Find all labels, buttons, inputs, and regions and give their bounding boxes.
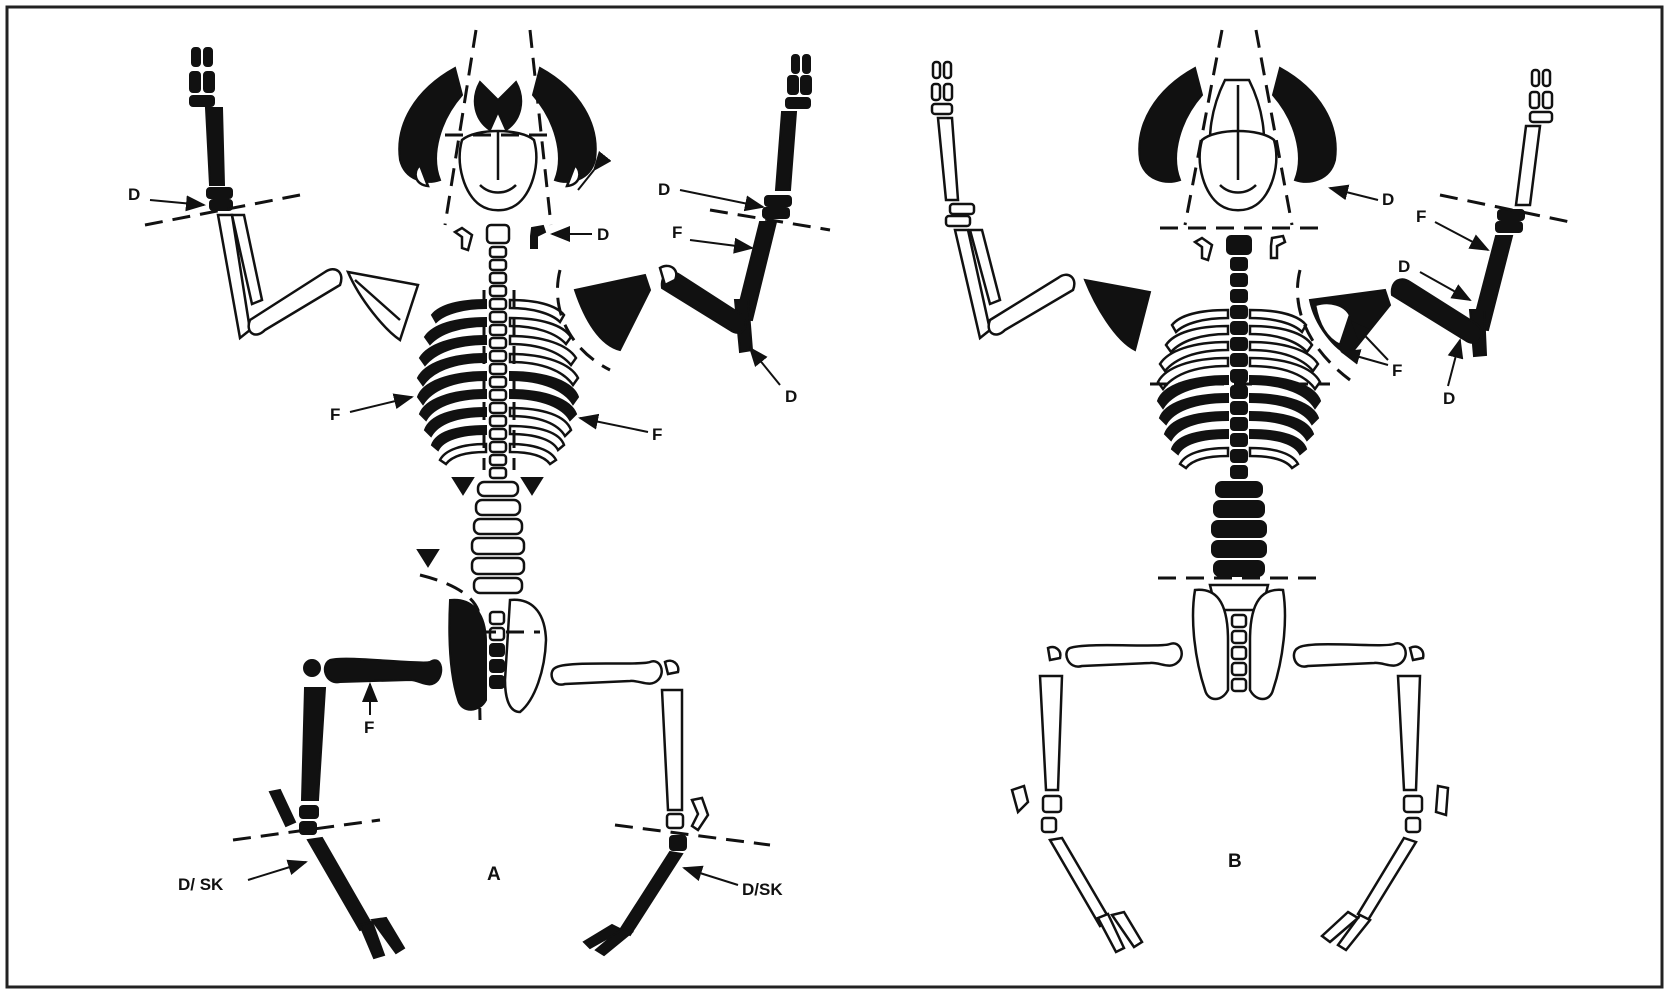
skull-a (399, 68, 596, 210)
skull-cut-line-a2 (530, 30, 551, 225)
label-f-top-right-b: F (1416, 207, 1426, 226)
arrow-f-right-ribs-a (580, 418, 648, 432)
skeleton-panel-b: D (932, 30, 1570, 952)
pelvis-b (1193, 585, 1285, 699)
arrow-d-top-right-a (680, 190, 763, 207)
arrow-f-right-a (690, 240, 752, 248)
label-f-right-ribs-a: F (652, 425, 662, 444)
forelimb-right-a (575, 55, 811, 352)
forelimb-left-b (932, 62, 1150, 350)
hindlimb-cut-line-a2 (615, 825, 770, 845)
panel-label-a: A (487, 864, 501, 885)
label-dsk-left-a: D/ SK (178, 875, 224, 894)
clavicle-right-b (1271, 236, 1285, 258)
label-f-right-a: F (672, 223, 682, 242)
arrow-dsk-right-a (684, 868, 738, 885)
label-d-forelimb-a: D (128, 185, 140, 204)
label-d-elbow-b: D (1443, 389, 1455, 408)
triangle-marker-a2 (522, 478, 542, 494)
arrow-d-skull-b (1330, 188, 1378, 200)
skeleton-panel-a: D D F D D F F (128, 30, 830, 958)
pelvis-a (449, 600, 546, 712)
ribcage-right-a (510, 300, 578, 464)
arrow-d-elbow-b (1448, 340, 1460, 386)
arrow-d-elbow-a (750, 348, 780, 385)
label-f-femur-a: F (364, 718, 374, 737)
spine-b (1212, 236, 1266, 576)
label-f-left-ribs-a: F (330, 405, 340, 424)
panel-label-b: B (1228, 851, 1242, 872)
ribcage-left-a (418, 300, 486, 464)
forelimb-right-b (1310, 70, 1552, 356)
clavicle-left-a (455, 228, 472, 250)
hindlimb-right-a (552, 661, 708, 955)
triangle-marker-a1 (453, 478, 473, 494)
label-f-scapula-b: F (1392, 361, 1402, 380)
label-d-elbow-a: D (785, 387, 797, 406)
hindlimb-left-a (270, 659, 441, 958)
clavicle-right-a (531, 226, 545, 248)
skull-b (1139, 68, 1336, 210)
label-d-upper-b: D (1398, 257, 1410, 276)
clavicle-left-b (1195, 238, 1212, 260)
arrow-dsk-left-a (248, 862, 306, 880)
forelimb-left-a (190, 48, 418, 340)
label-d-skull-b: D (1382, 190, 1394, 209)
label-d-clavicle-a: D (597, 225, 609, 244)
arrow-d-forelimb-a (150, 200, 204, 205)
arrow-f-top-right-b (1435, 222, 1488, 250)
hindlimb-right-b (1294, 643, 1448, 950)
hindlimb-left-b (1012, 643, 1182, 952)
arrow-f-left-ribs-a (350, 397, 412, 412)
triangle-marker-a3 (418, 550, 438, 566)
label-dsk-right-a: D/SK (742, 880, 783, 899)
label-d-top-right-a: D (658, 180, 670, 199)
